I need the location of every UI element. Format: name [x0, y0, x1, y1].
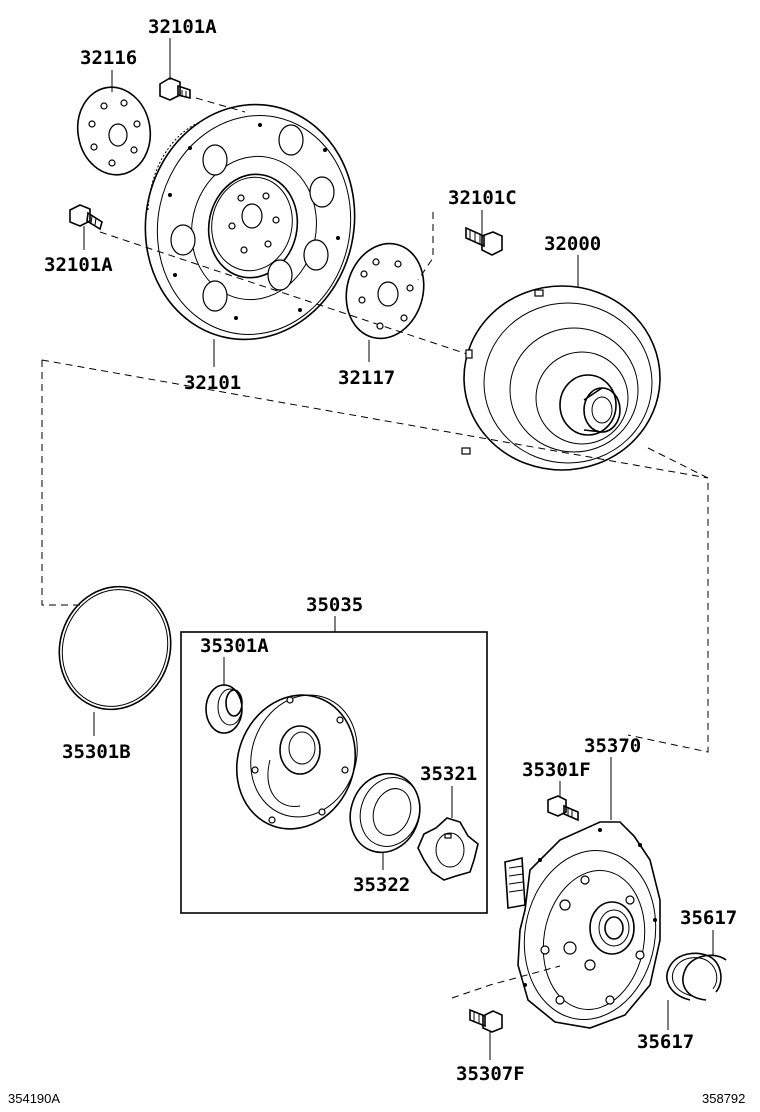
label-35307F: 35307F — [456, 1063, 525, 1085]
part-32101C-bolt — [465, 226, 503, 256]
label-35301F: 35301F — [522, 759, 591, 781]
label-35617-top: 35617 — [680, 907, 737, 929]
label-35322: 35322 — [353, 874, 410, 896]
label-32101A-top: 32101A — [148, 16, 217, 38]
label-35617-bottom: 35617 — [637, 1031, 694, 1053]
part-35035-group-box — [180, 631, 488, 914]
illustration-code: 354190A — [8, 1091, 60, 1106]
leader-lines — [83, 38, 714, 1060]
label-32101: 32101 — [184, 372, 241, 394]
part-35322-driven-gear — [349, 772, 421, 854]
label-35321: 35321 — [420, 763, 477, 785]
label-32101A-left: 32101A — [44, 254, 113, 276]
part-32117-plate — [345, 242, 425, 340]
part-35617-seal-rings — [666, 952, 727, 1001]
label-32117: 32117 — [338, 367, 395, 389]
label-35370: 35370 — [584, 735, 641, 757]
label-35035: 35035 — [306, 594, 363, 616]
label-32000: 32000 — [544, 233, 601, 255]
label-35301A: 35301A — [200, 635, 269, 657]
part-35370-pump-cover — [504, 821, 661, 1029]
part-32116-plate — [76, 86, 152, 176]
part-35321-drive-gear — [417, 817, 479, 881]
part-pump-body — [235, 694, 358, 830]
part-35301F-bolt — [547, 795, 579, 822]
part-32101A-left-bolt — [69, 204, 103, 231]
sheet-number: 358792 — [702, 1091, 745, 1106]
part-35301A-oil-seal — [205, 684, 243, 734]
alignment-lines — [41, 97, 709, 999]
part-32101A-top-bolt — [159, 77, 191, 101]
label-35301B: 35301B — [62, 741, 131, 763]
part-32101-drive-plate — [144, 103, 356, 341]
label-32116: 32116 — [80, 47, 137, 69]
part-35307F-bolt — [469, 1008, 503, 1033]
label-32101C: 32101C — [448, 187, 517, 209]
part-35301B-o-ring — [58, 585, 172, 711]
part-32000-torque-converter — [461, 285, 661, 471]
